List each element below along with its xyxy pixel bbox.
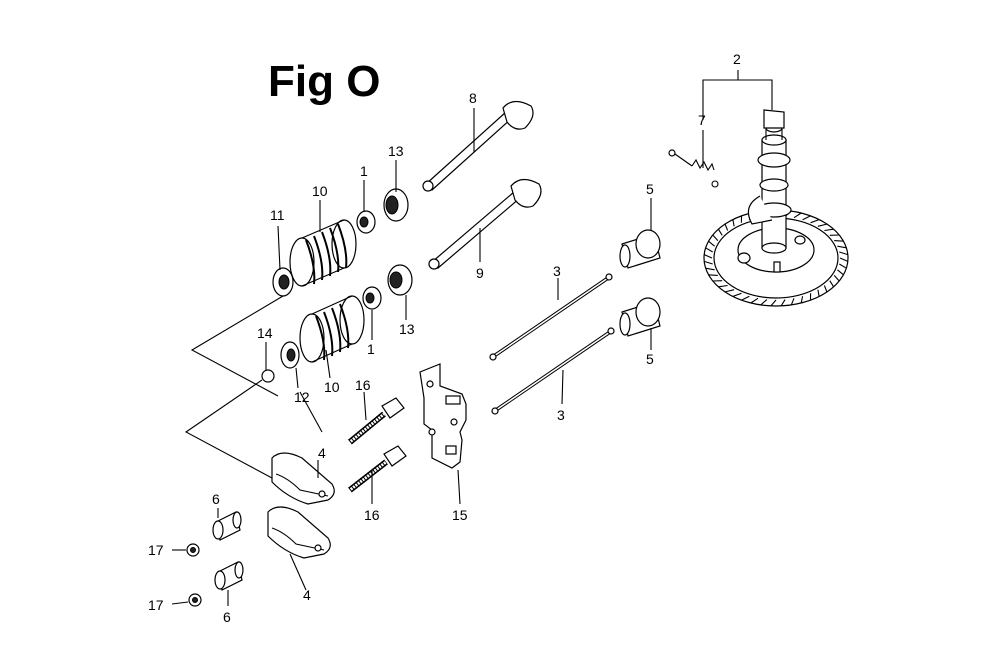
- callout-5: 5: [646, 351, 654, 367]
- rotator-1-upper: [356, 210, 376, 234]
- callout-3: 3: [553, 263, 561, 279]
- seal-12: [280, 341, 300, 369]
- callout-16: 16: [364, 507, 380, 523]
- adjusting-bolt-6-upper: [212, 511, 242, 541]
- push-rod-3-lower: [491, 327, 615, 415]
- callout-12: 12: [294, 389, 310, 405]
- tappet-5-lower: [619, 297, 661, 337]
- figure-title: Fig O: [268, 57, 381, 106]
- callout-13: 13: [388, 143, 404, 159]
- callout-10: 10: [312, 183, 328, 199]
- callout-4: 4: [318, 445, 326, 461]
- callout-labels: 2 7 8 13 1 10 11 9 5 3 13 1 14 12 10 5 1…: [148, 51, 741, 625]
- leader-lines: [171, 70, 773, 606]
- callout-14: 14: [257, 325, 273, 341]
- callout-3: 3: [557, 407, 565, 423]
- camshaft-gear: [703, 109, 849, 307]
- washer-11: [272, 267, 294, 297]
- callout-17: 17: [148, 542, 164, 558]
- callout-6: 6: [212, 491, 220, 507]
- group-brackets: [184, 295, 323, 479]
- callout-6: 6: [223, 609, 231, 625]
- callout-8: 8: [469, 90, 477, 106]
- rocker-arm-4-lower: [267, 506, 331, 559]
- cap-14: [261, 369, 275, 383]
- rocker-arm-4-upper: [271, 452, 335, 505]
- valve-9: [428, 178, 542, 270]
- callout-15: 15: [452, 507, 468, 523]
- callout-16: 16: [355, 377, 371, 393]
- callout-11: 11: [270, 207, 285, 223]
- pivot-bolt-16-upper: [348, 397, 405, 445]
- valve-8: [422, 100, 534, 192]
- callout-2: 2: [733, 51, 741, 67]
- nut-17-upper: [186, 543, 200, 557]
- spring-7: [668, 149, 719, 188]
- callout-1: 1: [360, 163, 368, 179]
- callout-10: 10: [324, 379, 340, 395]
- push-rod-3-upper: [489, 273, 613, 361]
- callout-7: 7: [698, 112, 706, 128]
- callout-13: 13: [399, 321, 415, 337]
- nut-17-lower: [188, 593, 202, 607]
- callout-9: 9: [476, 265, 484, 281]
- guide-plate-15: [419, 363, 467, 469]
- valve-spring-10-lower: [299, 295, 365, 363]
- callout-1: 1: [367, 341, 375, 357]
- pivot-bolt-16-lower: [348, 445, 407, 493]
- callout-5: 5: [646, 181, 654, 197]
- retainer-13-lower: [387, 264, 413, 296]
- rotator-1-lower: [362, 286, 382, 310]
- callout-4: 4: [303, 587, 311, 603]
- valve-spring-10-upper: [289, 219, 357, 287]
- tappet-5-upper: [619, 229, 661, 269]
- adjusting-bolt-6-lower: [214, 561, 244, 591]
- retainer-13-upper: [383, 188, 409, 222]
- callout-17: 17: [148, 597, 164, 613]
